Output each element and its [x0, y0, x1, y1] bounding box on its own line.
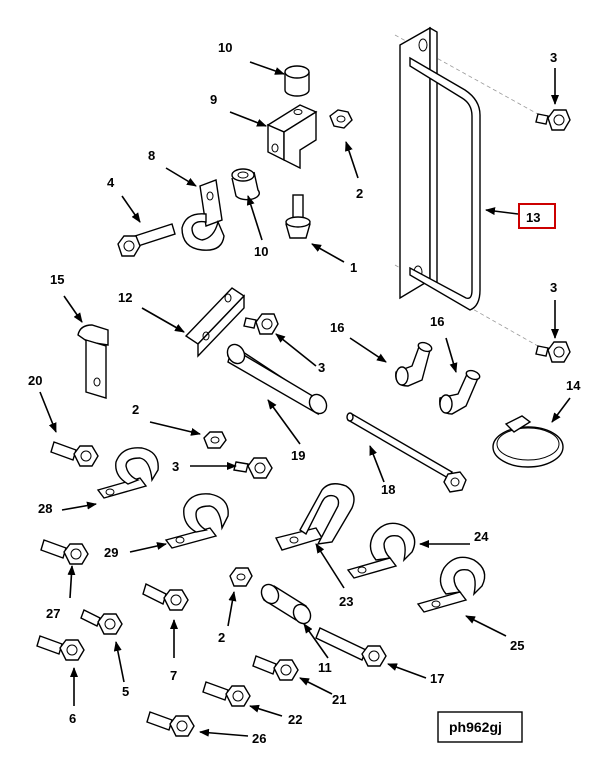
callout-14: 14	[566, 378, 581, 393]
bolt-part-1	[285, 194, 311, 239]
hose-clamp-part-14	[492, 415, 564, 468]
callout-22: 22	[288, 712, 302, 727]
bolt-part-7	[142, 583, 189, 611]
rod-part-18	[346, 412, 467, 493]
bolt-part-26	[146, 711, 195, 737]
elbow-part-16-b	[439, 369, 481, 415]
plate-part-15	[77, 324, 109, 399]
callout-27: 27	[46, 606, 60, 621]
callout-17: 17	[430, 671, 444, 686]
nut-part-2-mid	[203, 431, 227, 449]
spacer-part-10-top	[284, 65, 310, 97]
callout-3: 3	[550, 280, 557, 295]
clamp-part-28	[96, 447, 159, 499]
spacer-part-10-mid	[231, 168, 260, 201]
callout-labels: 10 9 8 4 2 10 1 3 13 3 15 12 3 16 16 14 …	[28, 40, 581, 746]
callout-18: 18	[381, 482, 395, 497]
callout-20: 20	[28, 373, 42, 388]
callout-3: 3	[550, 50, 557, 65]
bolt-part-22	[202, 681, 251, 707]
callout-13: 13	[526, 210, 540, 225]
bolt-part-3-left	[233, 457, 273, 479]
bolt-part-5	[80, 609, 123, 635]
bolt-part-21	[252, 655, 299, 681]
callout-28: 28	[38, 501, 52, 516]
bolt-part-4	[117, 223, 176, 257]
callout-3: 3	[172, 459, 179, 474]
callout-8: 8	[148, 148, 155, 163]
spacer-part-11	[260, 583, 312, 625]
handle-part-13	[394, 26, 546, 351]
highlight-box	[518, 203, 556, 229]
callout-21: 21	[332, 692, 346, 707]
clamp-part-24	[346, 522, 416, 579]
clamp-part-8	[181, 179, 225, 251]
callout-24: 24	[474, 529, 489, 544]
figure-id: ph962gj	[449, 719, 502, 735]
bolt-part-6	[36, 635, 85, 661]
tube-part-19	[226, 343, 328, 416]
bracket-part-9	[266, 104, 318, 170]
clamp-part-25	[416, 556, 486, 613]
callout-2: 2	[132, 402, 139, 417]
callout-6: 6	[69, 711, 76, 726]
callout-2: 2	[218, 630, 225, 645]
bolt-part-20	[50, 441, 99, 467]
callout-12: 12	[118, 290, 132, 305]
callout-7: 7	[170, 668, 177, 683]
callout-9: 9	[210, 92, 217, 107]
bolt-part-3-right	[535, 341, 571, 363]
callout-15: 15	[50, 272, 64, 287]
callout-29: 29	[104, 545, 118, 560]
callout-2: 2	[356, 186, 363, 201]
nut-part-2-low	[229, 567, 253, 587]
callout-26: 26	[252, 731, 266, 746]
bolt-part-3-mid	[243, 313, 279, 335]
bolt-part-3-top-right	[535, 109, 571, 131]
bolt-part-17	[315, 627, 387, 667]
callout-19: 19	[291, 448, 305, 463]
callout-4: 4	[107, 175, 115, 190]
leader-arrows	[39, 61, 571, 737]
callout-25: 25	[510, 638, 524, 653]
elbow-part-16-a	[395, 341, 433, 387]
callout-10: 10	[218, 40, 232, 55]
callout-23: 23	[339, 594, 353, 609]
nut-part-2-top	[329, 109, 353, 129]
callout-16: 16	[330, 320, 344, 335]
callout-5: 5	[122, 684, 129, 699]
callout-3: 3	[318, 360, 325, 375]
callout-1: 1	[350, 260, 357, 275]
plate-part-12	[184, 287, 246, 358]
callout-16: 16	[430, 314, 444, 329]
bolt-part-27	[40, 539, 89, 565]
callout-11: 11	[318, 660, 332, 675]
clamp-part-29	[164, 493, 229, 549]
clamp-part-23	[274, 483, 355, 551]
callout-10: 10	[254, 244, 268, 259]
figure-id-box: ph962gj	[437, 711, 523, 743]
